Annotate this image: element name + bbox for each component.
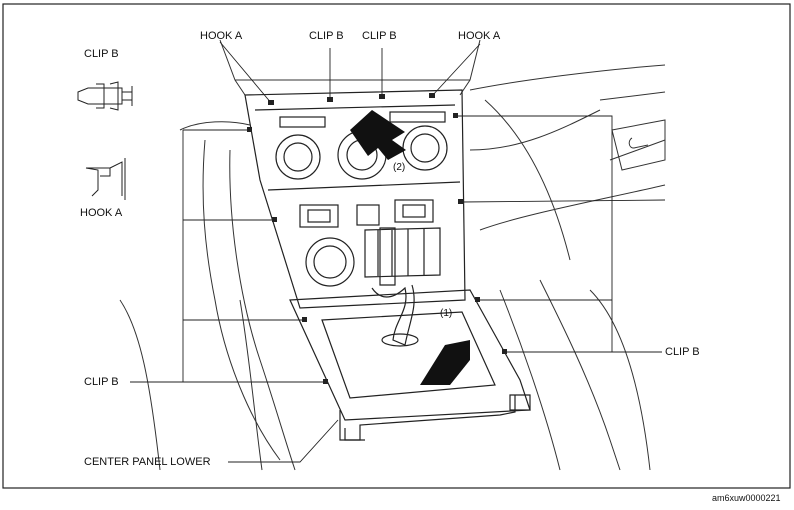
label-step-2: (2) [393,162,406,173]
leader-lines [130,41,666,463]
clip-b-detail-icon [77,81,133,111]
label-step-1: (1) [440,308,453,319]
label-clip-b-top-2: CLIP B [362,30,397,42]
label-clip-b-detail: CLIP B [84,48,119,60]
image-code: am6xuw0000221 [712,493,781,503]
diagram-border [2,3,791,489]
center-panel [244,89,466,309]
arrow-1 [420,340,470,385]
clip-marks [247,93,507,384]
label-clip-b-left: CLIP B [84,376,119,388]
label-clip-b-right: CLIP B [665,346,700,358]
glovebox [611,119,666,171]
removal-arrows [350,110,470,385]
label-hook-a-detail: HOOK A [80,207,123,219]
arrow-2 [350,110,406,160]
shift-lever [371,227,419,347]
hook-a-detail-icon [85,158,126,200]
label-hook-a-left: HOOK A [200,30,243,42]
label-clip-b-top-1: CLIP B [309,30,344,42]
label-hook-a-right: HOOK A [458,30,501,42]
lower-console [289,289,531,441]
label-center-panel-lower: CENTER PANEL LOWER [84,456,211,468]
